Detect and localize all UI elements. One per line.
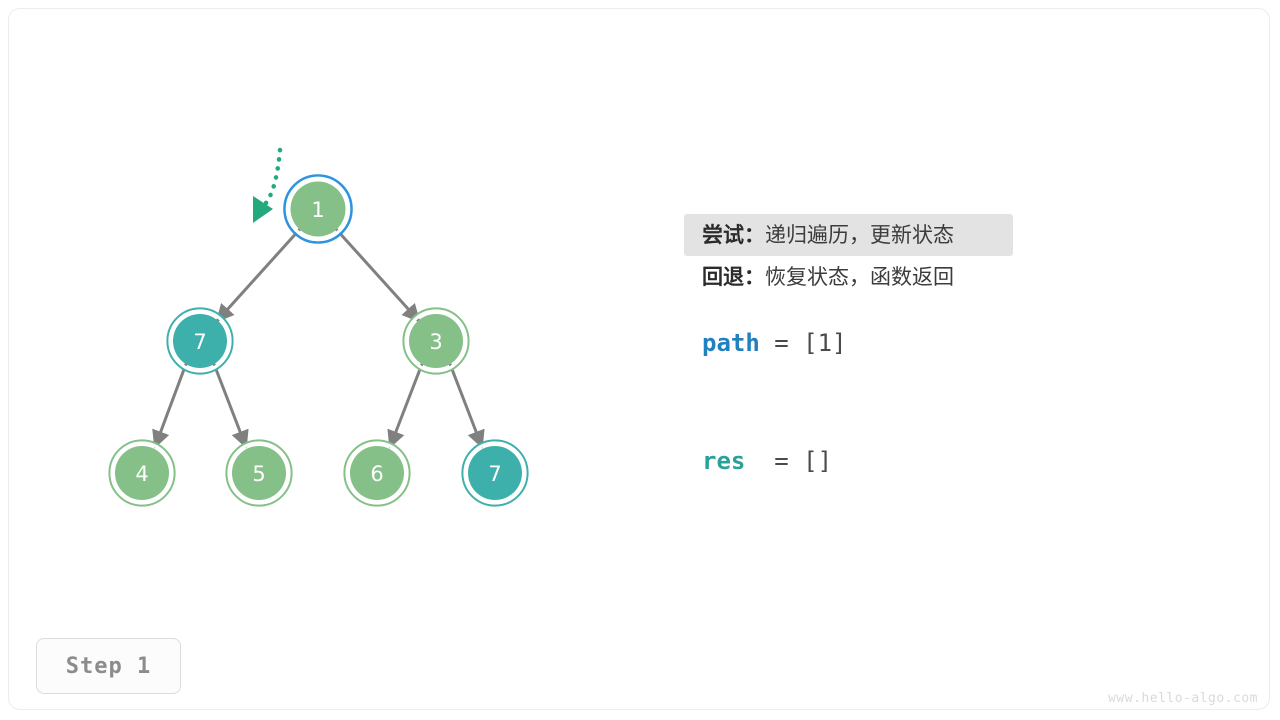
node-7l-label: 7 (193, 330, 206, 354)
variable-res: res = [] (702, 447, 832, 475)
node-7r-outer-ring (461, 439, 529, 507)
tree-node-5[interactable]: 5 (225, 439, 293, 507)
node-6-gap (345, 441, 409, 505)
operation-try: 尝试：递归遍历，更新状态 (684, 214, 1013, 256)
node-7l-gap (168, 309, 232, 373)
variable-path-name: path (702, 329, 760, 357)
node-3-gap (404, 309, 468, 373)
node-7r-gap (463, 441, 527, 505)
node-4-circle (115, 446, 169, 500)
tree-node-3[interactable]: 3 (402, 307, 470, 375)
node-3-outer-ring (402, 307, 470, 375)
variable-path: path = [1] (702, 329, 847, 357)
node-3-circle (409, 314, 463, 368)
node-7r-label: 7 (488, 462, 501, 486)
node-7l-outer-ring (166, 307, 234, 375)
watermark: www.hello-algo.com (1108, 691, 1258, 706)
tree-node-7-left[interactable]: 7 (166, 307, 234, 375)
tree-node-1[interactable]: 1 (283, 174, 353, 244)
edge-3-7b (448, 363, 485, 449)
edge-7-5 (212, 363, 249, 449)
node-5-circle (232, 446, 286, 500)
edge-3-6 (387, 363, 424, 449)
step-badge: Step 1 (36, 638, 181, 694)
edge-7-4 (152, 363, 188, 449)
variable-res-name: res (702, 447, 746, 475)
tree-node-6[interactable]: 6 (343, 439, 411, 507)
node-4-gap (110, 441, 174, 505)
node-6-label: 6 (370, 462, 383, 486)
node-1-label: 1 (311, 198, 324, 222)
node-4-outer-ring (108, 439, 176, 507)
operation-backtrack-text: 恢复状态，函数返回 (765, 265, 954, 289)
node-7r-circle (468, 446, 522, 500)
edge-1-7 (215, 227, 302, 323)
node-1-outer-ring (283, 174, 353, 244)
node-5-gap (227, 441, 291, 505)
tree-edges (152, 227, 485, 449)
operation-try-text: 递归遍历，更新状态 (765, 223, 954, 247)
node-3-label: 3 (429, 330, 442, 354)
node-1-gap (285, 176, 351, 242)
node-1-circle (290, 181, 346, 237)
tree-node-7-right[interactable]: 7 (461, 439, 529, 507)
step-badge-label: Step 1 (65, 653, 152, 679)
recursion-pointer-icon (253, 147, 283, 223)
node-6-circle (350, 446, 404, 500)
edge-1-3 (334, 227, 421, 323)
tree-node-4[interactable]: 4 (108, 439, 176, 507)
node-6-outer-ring (343, 439, 411, 507)
state-panel: 尝试：递归遍历，更新状态 回退：恢复状态，函数返回 path = [1] res… (684, 214, 1204, 475)
node-4-label: 4 (135, 462, 148, 486)
node-5-label: 5 (252, 462, 265, 486)
operation-try-label: 尝试： (702, 223, 765, 247)
node-7l-circle (173, 314, 227, 368)
operation-backtrack-label: 回退： (702, 265, 765, 289)
variable-path-value: = [1] (759, 329, 847, 357)
node-5-outer-ring (225, 439, 293, 507)
variable-res-value: = [] (745, 447, 833, 475)
operation-backtrack: 回退：恢复状态，函数返回 (684, 256, 1013, 298)
